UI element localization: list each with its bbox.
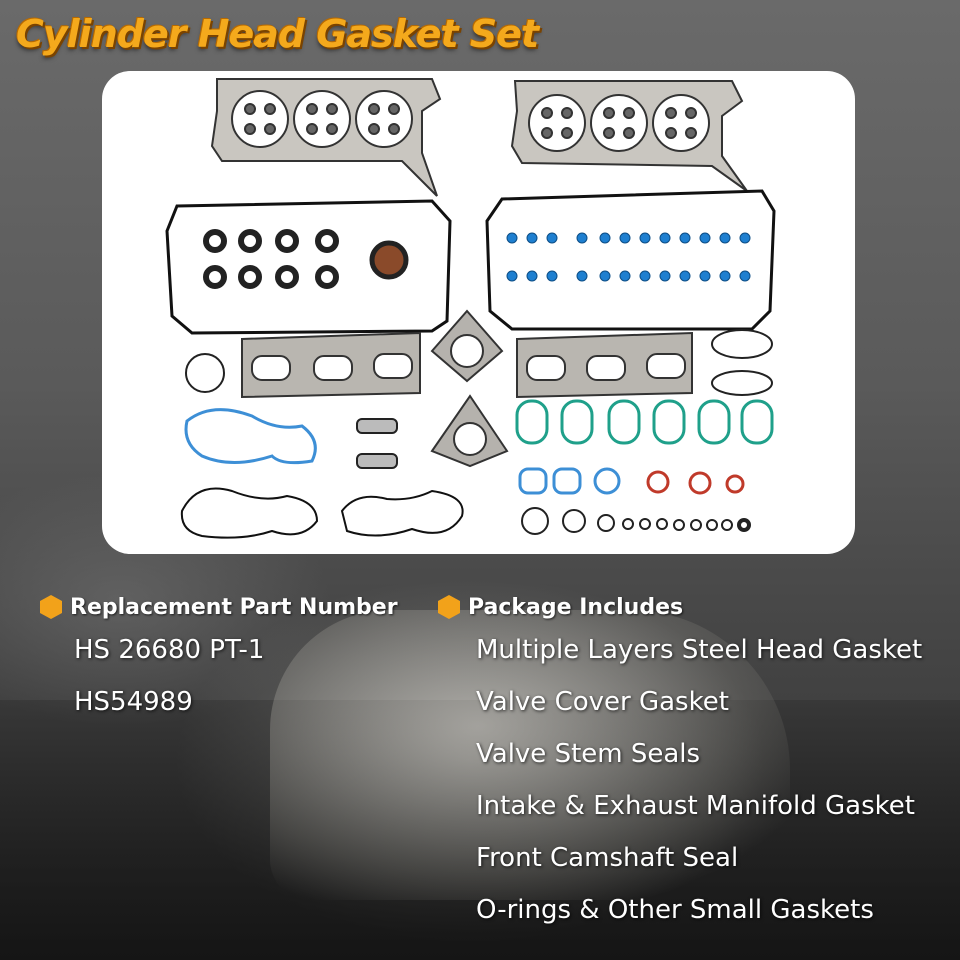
small-blue-gaskets: [518, 467, 621, 495]
part-number-heading: Replacement Part Number: [40, 590, 398, 624]
package-item: Multiple Layers Steel Head Gasket: [476, 635, 923, 665]
valve-seals-black: [203, 229, 339, 289]
hexagon-bullet-icon: [40, 595, 62, 619]
valve-cover-gasket-right: [485, 189, 776, 331]
timing-cover-gasket-right: [340, 489, 464, 537]
head-gasket-left: [210, 78, 442, 197]
timing-cover-gasket-left: [180, 487, 319, 539]
intake-manifold-gaskets: [515, 399, 774, 445]
exhaust-manifold-gasket-left: [241, 331, 421, 399]
water-pump-gasket: [184, 408, 317, 465]
part-number-value: HS54989: [74, 687, 193, 717]
o-rings-black: [185, 329, 773, 396]
package-item: Front Camshaft Seal: [476, 843, 739, 873]
exhaust-manifold-gasket-right: [516, 331, 693, 399]
product-image-panel: [102, 71, 855, 554]
head-gasket-right: [510, 80, 748, 192]
package-includes-heading-label: Package Includes: [468, 594, 684, 620]
part-number-section: Replacement Part Number HS 26680 PT-1 HS…: [40, 590, 398, 728]
package-item: Valve Stem Seals: [476, 739, 701, 769]
hexagon-bullet-icon: [438, 595, 460, 619]
car-image: [270, 610, 790, 900]
o-rings-small: [521, 507, 751, 535]
package-item: O-rings & Other Small Gaskets: [476, 895, 874, 925]
gasket-set-image: [165, 78, 776, 539]
valve-stem-seals: [506, 232, 751, 282]
package-item: Valve Cover Gasket: [476, 687, 729, 717]
package-includes-heading: Package Includes: [438, 590, 922, 624]
camshaft-seal: [369, 240, 409, 280]
page-title: Cylinder Head Gasket Set: [16, 12, 539, 56]
package-includes-section: Package Includes Multiple Layers Steel H…: [438, 590, 922, 936]
valve-cover-gasket-left: [165, 199, 452, 335]
exhaust-flange-gaskets: [430, 309, 509, 468]
o-rings-red: [646, 470, 745, 495]
small-flat-gaskets: [356, 418, 398, 469]
package-item: Intake & Exhaust Manifold Gasket: [476, 791, 915, 821]
part-number-heading-label: Replacement Part Number: [70, 594, 398, 620]
part-number-value: HS 26680 PT-1: [74, 635, 265, 665]
